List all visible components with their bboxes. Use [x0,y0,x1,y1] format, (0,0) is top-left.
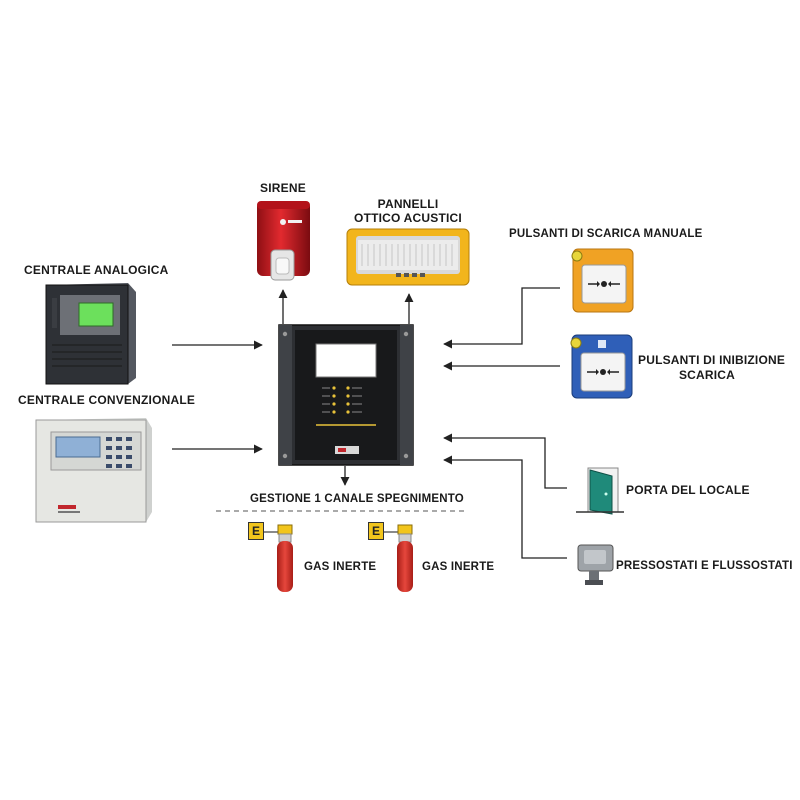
central-control-panel [278,324,414,466]
pressostat-label: PRESSOSTATI E FLUSSOSTATI [616,560,793,572]
valve-tag-1: E [248,522,264,540]
door-label: PORTA DEL LOCALE [626,483,750,497]
gas-inerte-label-2: GAS INERTE [422,561,495,573]
inhibit-label-1: PULSANTI DI INIBIZIONE [638,353,786,367]
analog-control-unit-device [45,283,136,385]
optical-acoustic-panel-device [346,228,470,286]
manual-release-label: PULSANTI DI SCARICA MANUALE [509,228,703,240]
door-icon [576,467,624,515]
conventional-control-unit-device [35,418,152,523]
analog-unit-label: CENTRALE ANALOGICA [24,263,169,277]
gas-cylinder-2 [382,524,413,592]
pressure-switch-icon [577,544,614,585]
optical-panel-label-2: OTTICO ACUSTICI [354,211,462,225]
optical-panel-label-1: PANNELLI [377,197,439,211]
arrow-manual-button-to-panel [443,287,560,349]
extinguishing-label: GESTIONE 1 CANALE SPEGNIMENTO [250,493,464,505]
valve-tag-2: E [368,522,384,540]
siren-label: SIRENE [260,181,306,195]
siren-device [257,201,310,281]
gas-inerte-label-1: GAS INERTE [304,561,377,573]
conventional-unit-label: CENTRALE CONVENZIONALE [18,393,196,407]
arrow-pressostat-to-panel [443,455,567,559]
inhibit-label-2: SCARICA [678,368,736,382]
arrow-door-to-panel [443,433,567,489]
manual-release-button-device [571,248,634,313]
gas-cylinder-1 [262,524,293,592]
inhibit-release-button-device [570,334,633,399]
